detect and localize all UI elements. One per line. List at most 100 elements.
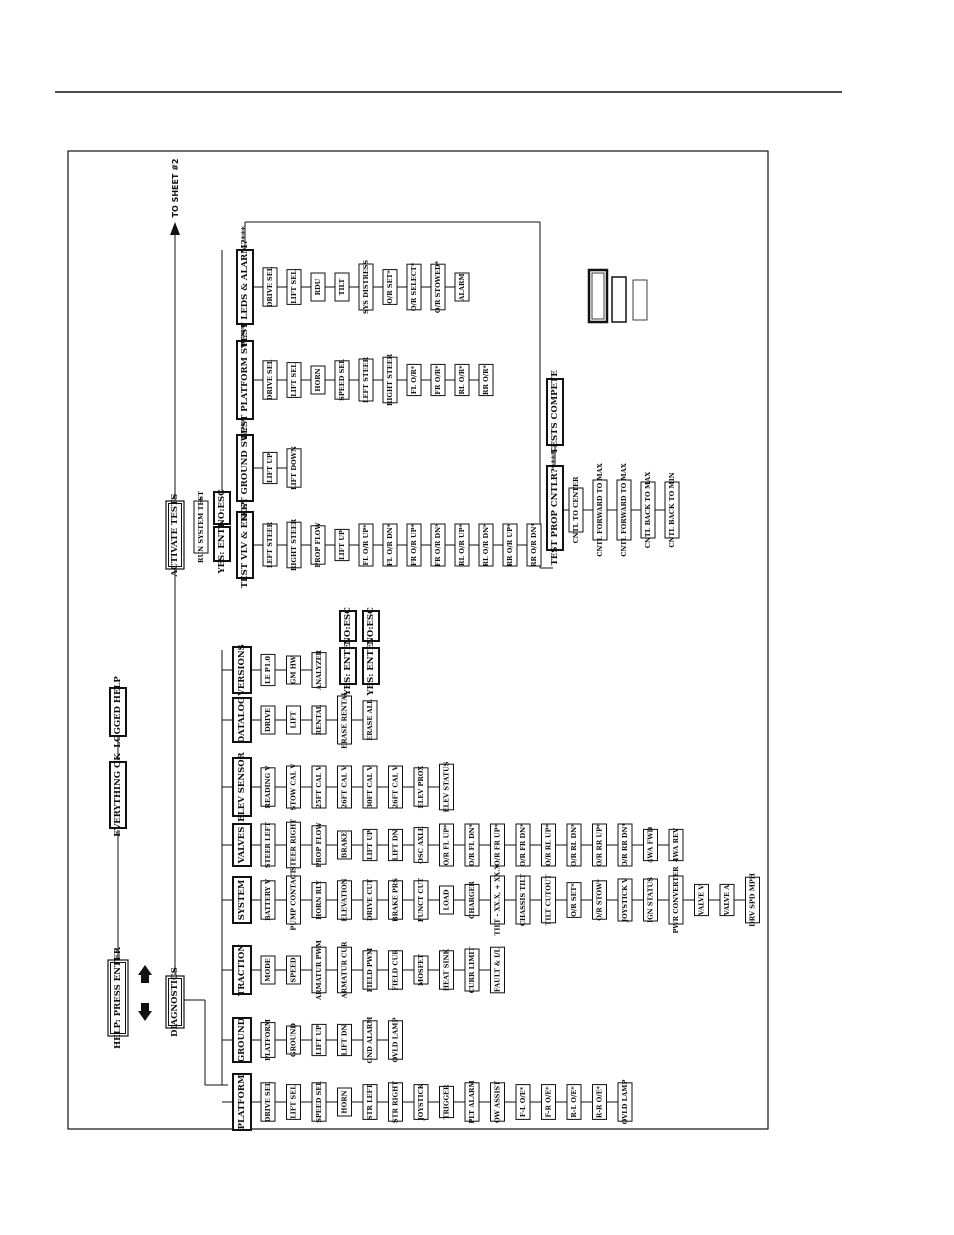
category-4-item-13-label: O/R RR UP*	[596, 823, 604, 866]
category-4-item-0: STEER LEFT	[260, 822, 276, 868]
category-5-item-5-label: 26FT CAL V	[392, 765, 400, 809]
category-6-item-2: RENTAL	[311, 704, 327, 735]
category-ground: GROUND	[232, 1017, 252, 1063]
category-platform-label: PLATFORM	[237, 1074, 247, 1129]
category-0-item-14: OVLD LAMP	[617, 1080, 633, 1125]
category-4-item-16-label: 4WA REV	[672, 827, 680, 862]
category-3-item-18: VALVE A	[719, 884, 735, 917]
test-0-item-1-label: RIGHT STEER	[290, 518, 298, 571]
category-1-item-0-label: PLATFORM	[264, 1019, 272, 1061]
category-6-item-1-label: LIFT	[290, 711, 298, 728]
test-1-item-0: LIFT UP	[262, 451, 278, 485]
test-3-item-2: RDU	[310, 272, 326, 302]
test-3-item-8: ALARM	[454, 272, 470, 302]
erase-all-no-box: NO:ESC	[362, 607, 380, 645]
category-datalog-label: DATALOG	[237, 697, 247, 744]
category-4-item-6: OSC AXLE	[413, 826, 429, 864]
test-1-item-1-label: LIFT DOWN	[290, 446, 298, 490]
category-2-item-8-label: CURR LIMIT	[468, 947, 476, 994]
category-4-item-3-label: BRAKE	[341, 832, 349, 859]
test-3-item-0-label: DRIVE SEL	[266, 266, 274, 307]
test-2-item-3-label: SPEED SEL	[338, 359, 346, 401]
diagnostics-box-label: DIAGNOSTICS	[170, 967, 180, 1037]
test-1-item-1: LIFT DOWN	[286, 446, 302, 490]
category-0-item-12: R-L O/E*	[566, 1084, 582, 1120]
test-prop-cntlr-item-4: CNTL BACK TO MIN	[664, 472, 680, 548]
yes-enter-box-label: YES: ENTER	[217, 514, 227, 575]
category-0-item-11-label: F-R O/E*	[545, 1086, 553, 1118]
test-0-label: TEST VLV & ENG?	[240, 502, 250, 588]
category-4-item-10: O/R FR DN*	[515, 823, 531, 867]
category-1-item-3-label: LIFT DN	[341, 1024, 349, 1055]
category-2-item-0: MODE	[260, 955, 276, 985]
category-6-item-3: ERASE RENTAL	[337, 691, 352, 749]
category-6-item-3-label: ERASE RENTAL	[341, 691, 349, 749]
test-0-item-2-label: PROP FLOW	[314, 522, 322, 568]
category-1-item-1-label: GROUND	[290, 1023, 298, 1057]
category-7-item-1-label: GM HW	[290, 655, 298, 684]
test-1: TEST GROUND SW?***	[236, 413, 254, 523]
erase-rental-no-box: NO:ESC	[339, 607, 357, 645]
test-3-item-7-label: O/R STOWED*	[434, 260, 442, 313]
category-3-item-10: CHASSIS TILT	[515, 874, 531, 926]
category-3-item-12-label: O/R SET*	[570, 883, 578, 917]
category-0-item-3-label: HORN	[341, 1090, 349, 1113]
category-0-item-14-label: OVLD LAMP	[621, 1080, 629, 1125]
category-7-item-2-label: ANALYZER	[315, 649, 323, 691]
category-0-item-11: F-R O/E*	[541, 1084, 556, 1120]
no-esc-box-label: NO:ESC	[217, 489, 227, 527]
category-0-item-1: LIFT SEL	[286, 1084, 301, 1120]
category-4-item-12: O/R RL DN*	[566, 823, 582, 867]
erase-all-yes-box: YES: ENTER	[362, 636, 380, 696]
category-3-item-4-label: DRIVE CUT	[366, 879, 374, 921]
category-0-item-4: STR LEFT	[362, 1084, 378, 1120]
category-3-item-7: LOAD	[439, 885, 454, 915]
category-1-item-4: GND ALARM	[362, 1017, 378, 1063]
category-0-item-7: TRIGGER	[439, 1084, 454, 1119]
arrow-up-icon	[138, 965, 152, 983]
category-3-item-4: DRIVE CUT	[362, 879, 378, 921]
category-3-item-18-label: VALVE A	[723, 884, 731, 917]
test-0-item-6: FR O/R UP*	[406, 523, 422, 567]
test-0-item-10: RR O/R UP*	[502, 523, 518, 567]
test-3-item-1-label: LIFT SEL	[290, 270, 298, 304]
yes-enter-box: YES: ENTER	[213, 514, 231, 575]
test-2-item-8: RL O/R*	[454, 363, 470, 397]
category-2-item-5-label: FIELD CUR	[392, 949, 400, 991]
test-prop-cntlr: TEST PROP CNTLR?****	[546, 450, 564, 566]
test-2-item-9: RR O/R*	[478, 363, 494, 397]
category-3-item-11: TILT CUTOUT	[541, 874, 556, 925]
category-1-item-1: GROUND	[286, 1023, 301, 1057]
category-2-item-9-label: FAULT & I/L	[494, 947, 502, 992]
category-5-item-6: ELEV PROX	[413, 765, 429, 808]
category-elev-sensor: ELEV SENSOR	[232, 751, 252, 822]
category-4-item-6-label: OSC AXLE	[417, 826, 425, 863]
category-0-item-3: HORN	[337, 1087, 352, 1117]
category-4-item-16: 4WA REV	[668, 827, 684, 862]
category-5-item-1-label: STOW CAL V	[290, 763, 298, 811]
category-3-item-6: FUNCT CUT	[413, 878, 429, 922]
test-3-item-4-label: SYS DISTRESS	[362, 260, 370, 314]
test-2-item-4-label: LEFT STEER	[362, 356, 370, 403]
category-1-item-2: LIFT UP	[311, 1023, 327, 1057]
test-prop-cntlr-item-1-label: CNTL FORWARD TO MAX	[596, 462, 604, 557]
test-2-item-2: HORN	[310, 365, 326, 395]
category-5-item-2-label: 25FT CAL V	[315, 765, 323, 809]
category-3-item-8-label: CHARGER	[468, 881, 476, 919]
run-system-test-box-label: RUN SYSTEM TEST	[197, 491, 205, 563]
test-0-item-5: FL O/R DN*	[382, 523, 398, 567]
category-5-item-7-label: ELEV STATUS	[443, 761, 451, 812]
category-ground-label: GROUND	[237, 1017, 247, 1062]
category-3-item-17-label: VALVE V	[698, 884, 706, 917]
test-2-item-1-label: LIFT SEL	[290, 363, 298, 397]
category-5-item-5: 26FT CAL V	[388, 765, 403, 809]
test-3-item-3: TILT	[334, 272, 350, 302]
category-3-item-5: BRAKE PRS	[388, 878, 403, 922]
category-2-item-4-label: FIELD PWM	[366, 948, 374, 992]
category-4-item-7-label: O/R FL UP*	[443, 824, 451, 866]
test-0-item-2: PROP FLOW	[310, 522, 326, 568]
category-1-item-3: LIFT DN	[337, 1023, 352, 1057]
test-3-label: TEST LEDS & ALARM?***	[240, 226, 250, 348]
category-7-item-1: GM HW	[286, 655, 301, 685]
